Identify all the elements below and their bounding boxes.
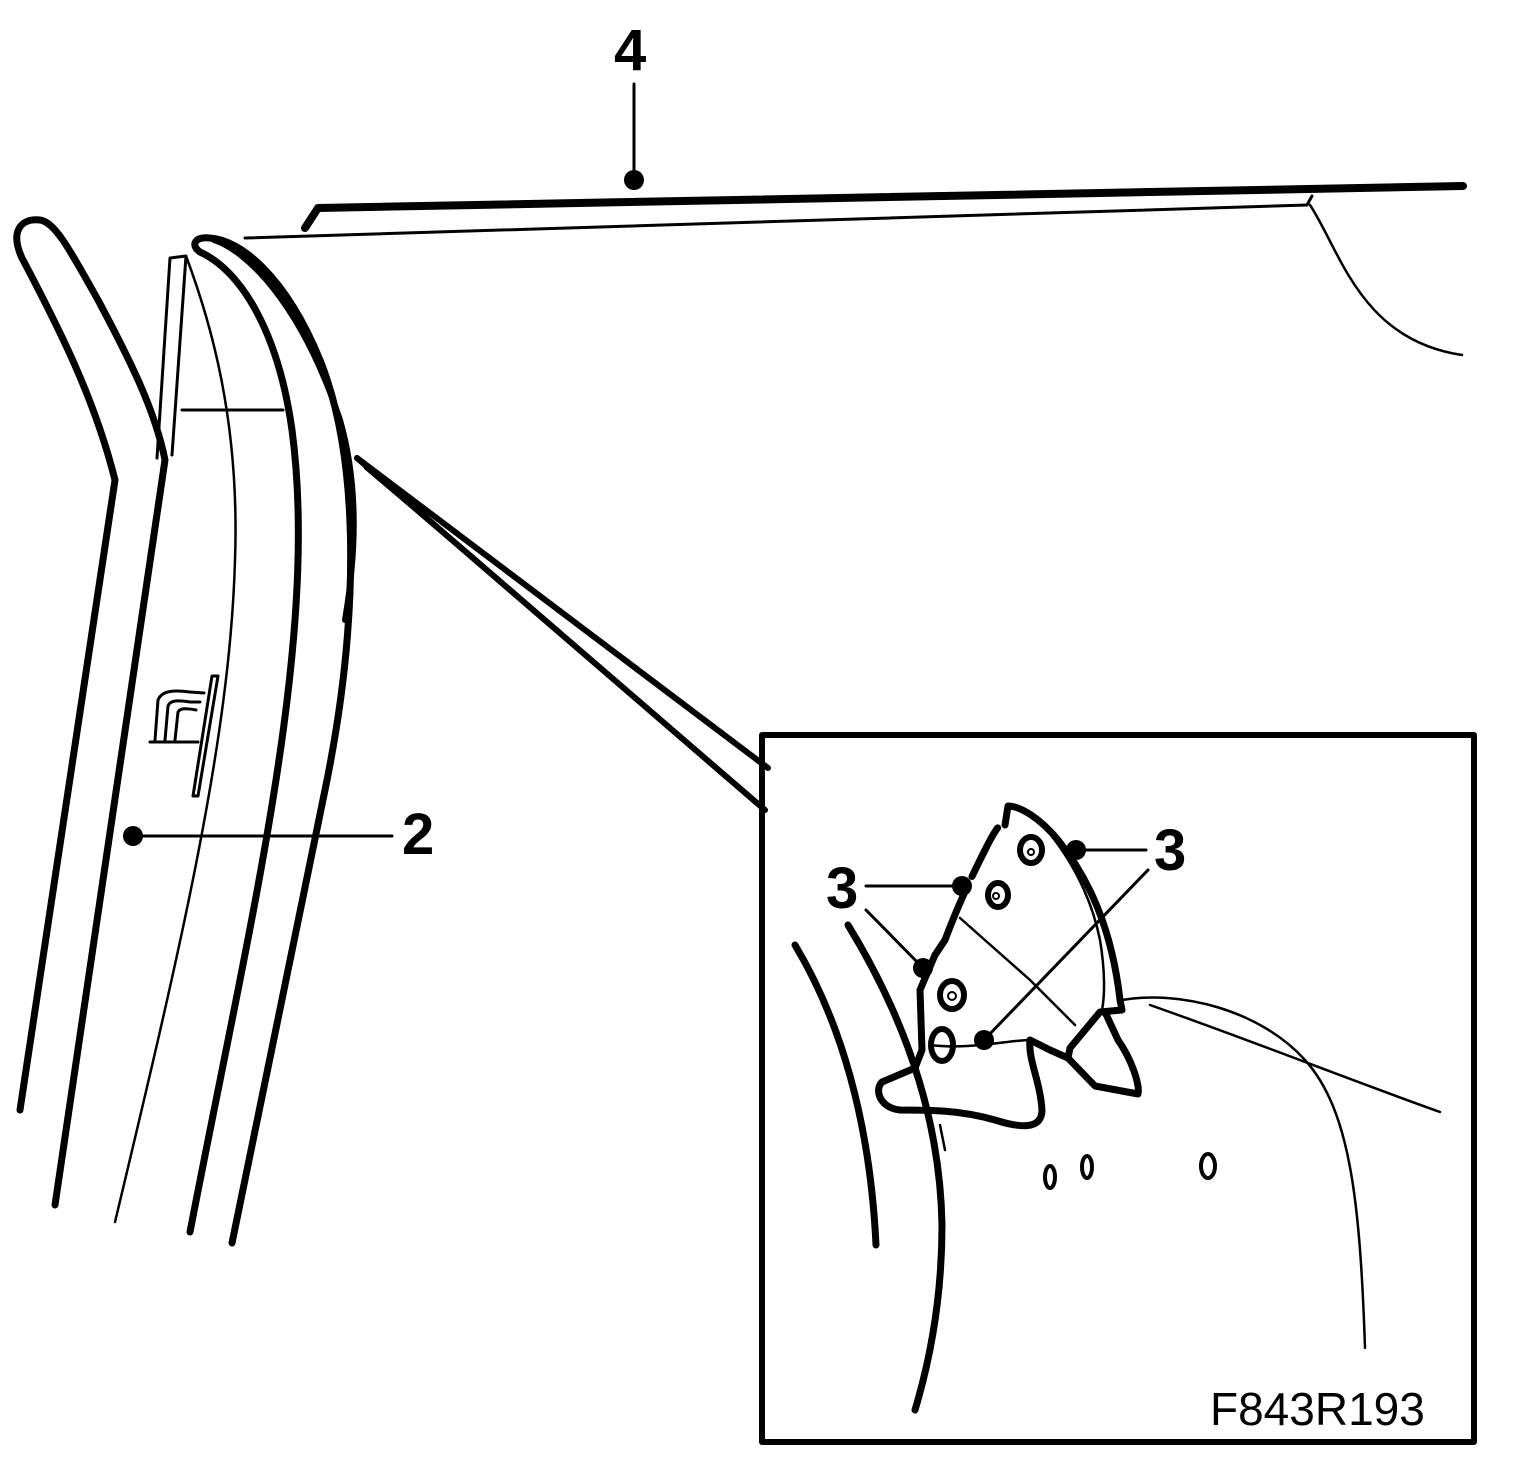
roof-panel xyxy=(243,182,1467,357)
detail-leader-wedge xyxy=(354,455,771,813)
callout-label-4: 4 xyxy=(614,18,647,83)
callout-leaders xyxy=(131,82,1150,1042)
detail-inset-frame xyxy=(759,732,1477,1445)
callout-dots xyxy=(123,170,1086,1050)
callout-label-3-left: 3 xyxy=(826,856,859,921)
detail-bracket xyxy=(791,802,1442,1414)
callout-label-3-right: 3 xyxy=(1154,818,1187,883)
figure-code: F843R193 xyxy=(1210,1383,1425,1435)
callout-label-2: 2 xyxy=(402,802,435,867)
door-pillar xyxy=(13,216,357,1247)
